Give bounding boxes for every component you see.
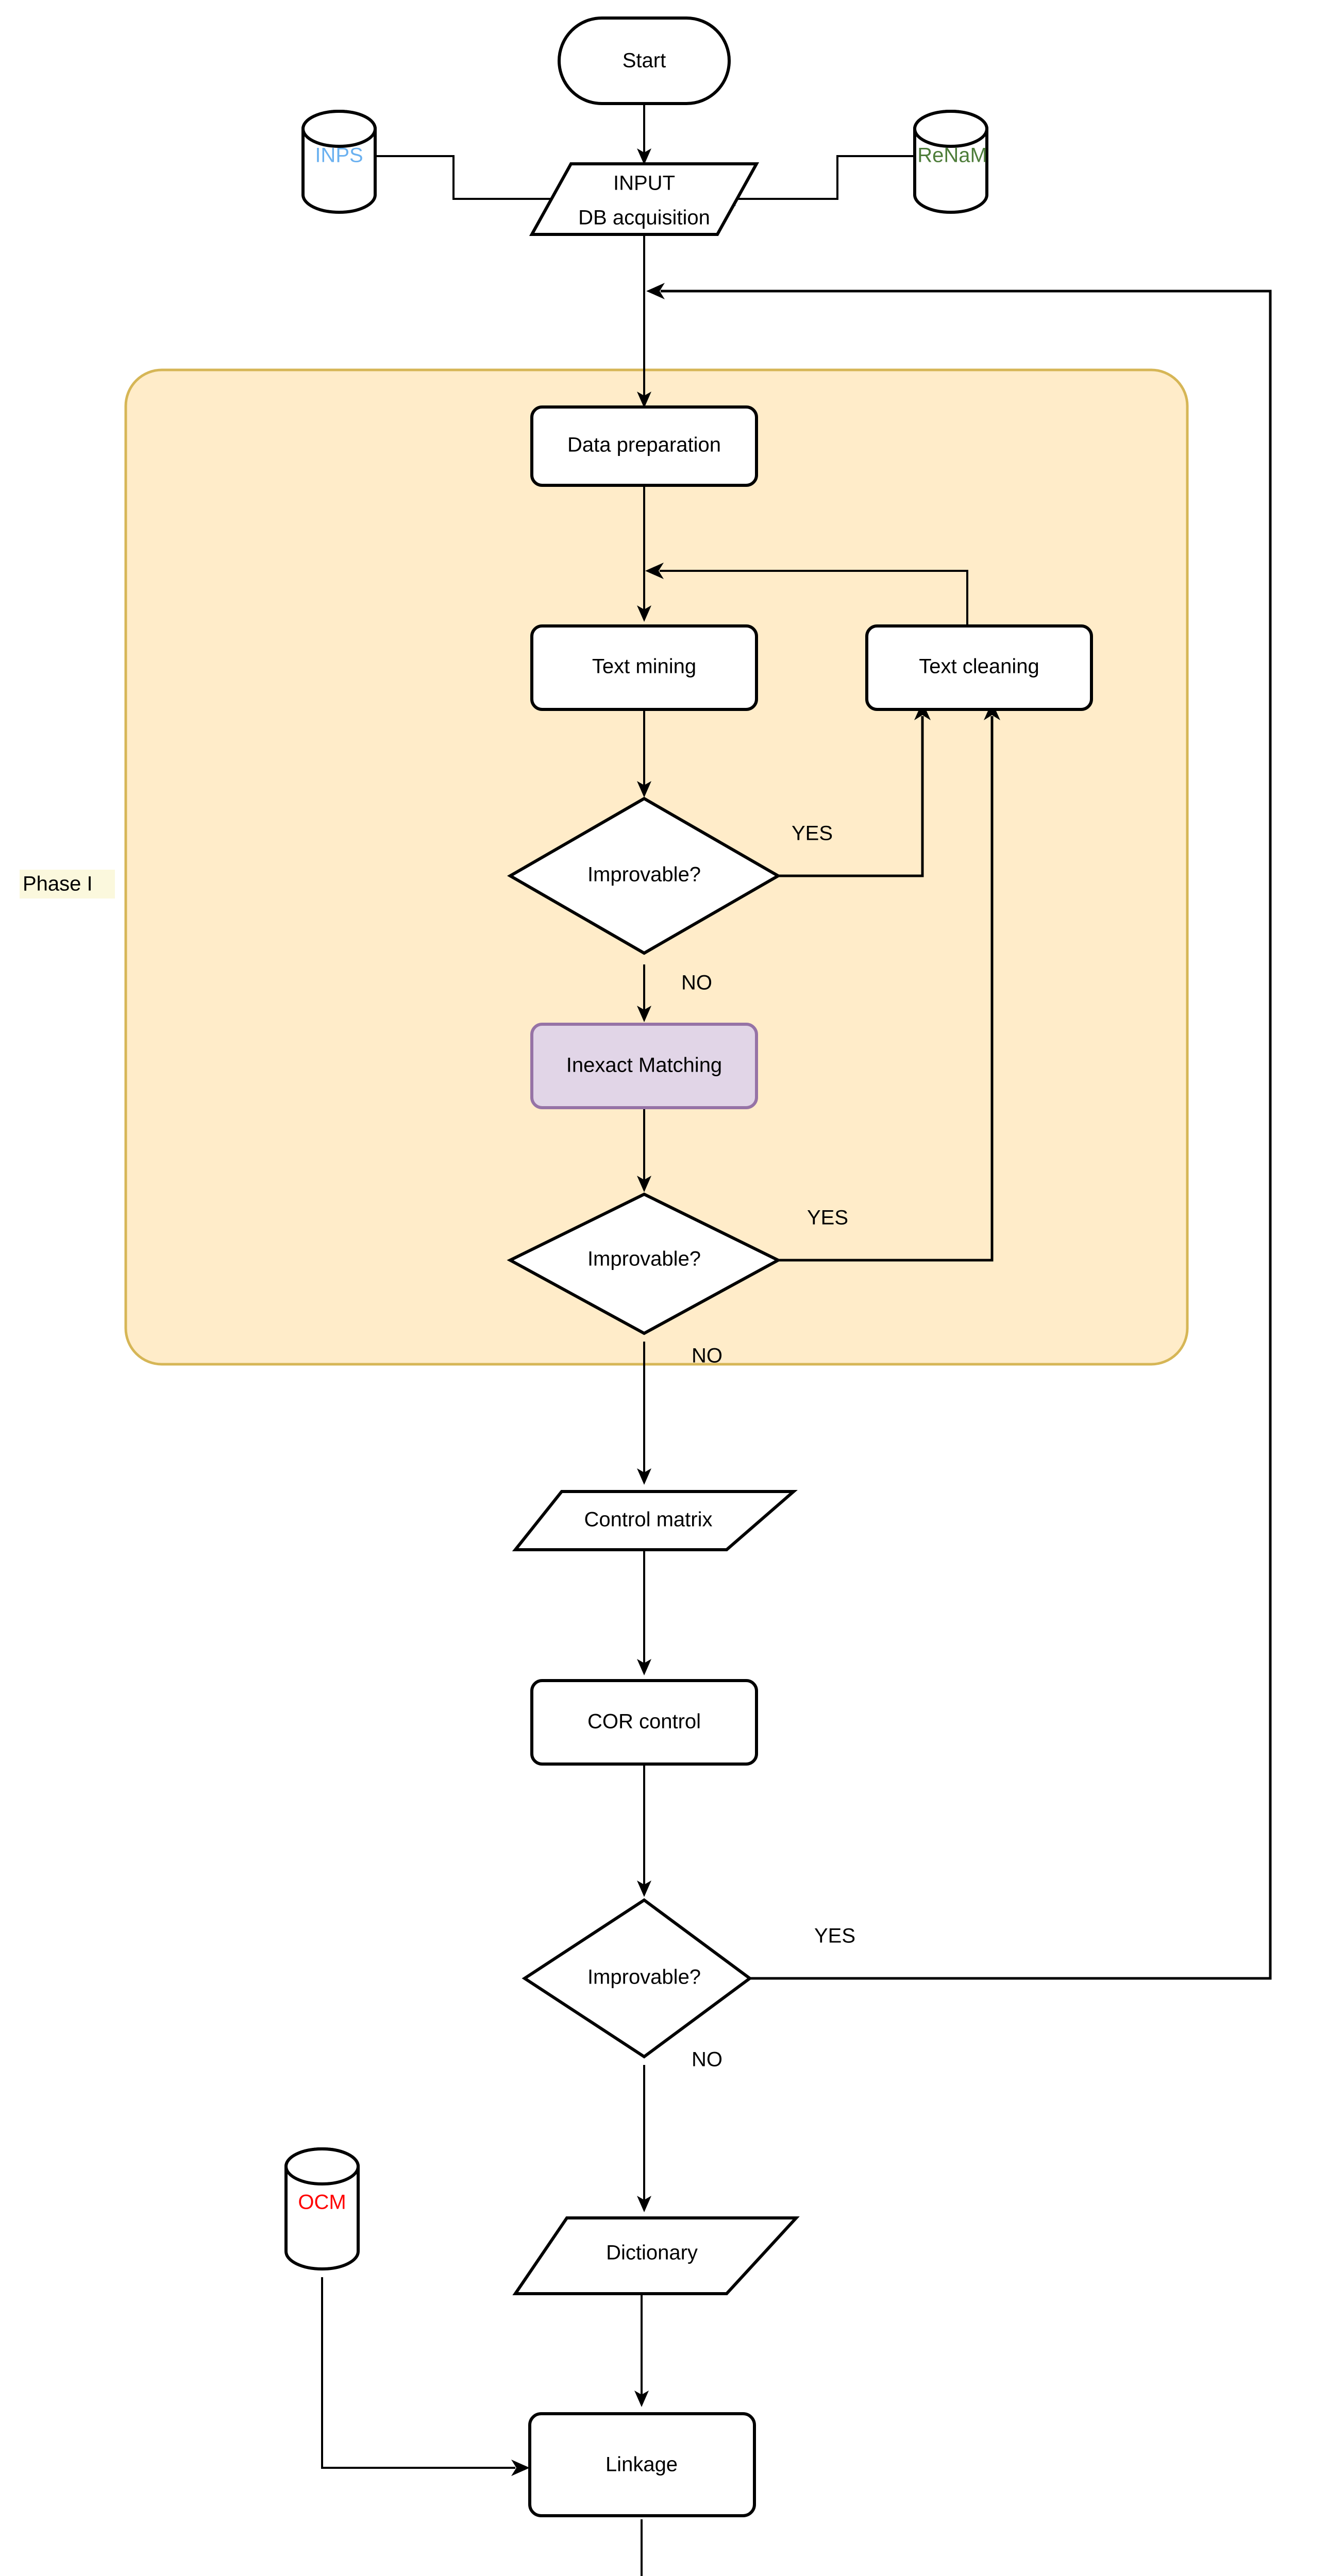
data-preparation-label: Data preparation [567, 434, 721, 456]
input-db-label-line2: DB acquisition [578, 207, 710, 229]
improvable1-label: Improvable? [587, 863, 701, 886]
phase-label: Phase I [23, 873, 93, 895]
arrow-textmining-to-improvable1 [637, 781, 651, 798]
control-matrix-label: Control matrix [584, 1509, 713, 1531]
node-cor-control[interactable]: COR control [530, 1679, 758, 1766]
arrow-textcleaning-loopback [645, 563, 664, 579]
improvable2-shape [507, 1192, 782, 1335]
linkage-label: Linkage [606, 2453, 678, 2476]
improvable2-label: Improvable? [587, 1248, 701, 1270]
node-control-matrix[interactable]: Control matrix [512, 1490, 798, 1551]
improvable3-no-label: NO [692, 2048, 722, 2071]
data-preparation-shape [530, 405, 758, 487]
node-db-ocm[interactable]: OCM [284, 2147, 360, 2270]
improvable3-shape [522, 1898, 753, 2059]
node-improvable-1[interactable]: Improvable? [507, 796, 782, 955]
arrow-improvable3-no [637, 2196, 651, 2212]
node-db-renam[interactable]: ReNaM [913, 110, 988, 214]
node-text-cleaning[interactable]: Text cleaning [865, 624, 1093, 711]
phase-label-background [20, 870, 115, 899]
improvable2-no-label: NO [692, 1345, 722, 1367]
arrow-input-to-datapreparation [637, 392, 651, 408]
arrow-corcontrol-to-improvable3 [637, 1880, 651, 1897]
arrow-datapreparation-to-textmining [637, 605, 651, 622]
node-data-preparation[interactable]: Data preparation [530, 405, 758, 487]
text-mining-shape [530, 624, 758, 711]
edge-improvable1-yes [778, 716, 924, 877]
text-mining-label: Text mining [592, 655, 696, 678]
improvable3-label: Improvable? [587, 1966, 701, 1989]
arrow-improvable3-yes-return [646, 283, 665, 299]
edge-ocm-to-linkage [321, 2277, 515, 2469]
edge-renam-to-input [732, 155, 915, 200]
improvable2-yes-label: YES [807, 1207, 848, 1229]
arrow-improvable2-no [637, 1468, 651, 1485]
node-start[interactable]: Start [558, 16, 731, 105]
input-db-label-line1: INPUT [613, 172, 675, 195]
linkage-shape [528, 2412, 756, 2517]
node-input-db-acquisition[interactable]: INPUT DB acquisition [529, 162, 760, 236]
dictionary-label: Dictionary [606, 2242, 698, 2264]
node-dictionary[interactable]: Dictionary [512, 2216, 800, 2295]
edge-textcleaning-loopback [660, 570, 968, 640]
node-improvable-3[interactable]: Improvable? [522, 1898, 753, 2059]
ocm-cylinder-top [284, 2147, 360, 2185]
arrow-start-to-input [637, 148, 651, 165]
improvable1-yes-label: YES [792, 822, 833, 845]
node-inexact-matching[interactable]: Inexact Matching [530, 1023, 758, 1109]
node-text-mining[interactable]: Text mining [530, 624, 758, 711]
edge-improvable2-yes [778, 716, 994, 1262]
node-db-inps[interactable]: INPS [301, 110, 377, 214]
control-matrix-shape [512, 1490, 798, 1551]
dictionary-shape [512, 2216, 800, 2295]
arrow-inexact-to-improvable2 [637, 1176, 651, 1192]
start-shape [558, 16, 731, 105]
node-improvable-2[interactable]: Improvable? [507, 1192, 782, 1335]
inexact-matching-label: Inexact Matching [566, 1054, 722, 1077]
arrow-ocm-to-linkage [511, 2460, 530, 2476]
cor-control-label: COR control [587, 1710, 701, 1733]
edge-improvable3-yes-return [661, 290, 1272, 1980]
text-cleaning-shape [865, 624, 1093, 711]
cor-control-shape [530, 1679, 758, 1766]
arrow-dictionary-to-linkage [634, 2391, 649, 2407]
improvable1-shape [507, 796, 782, 955]
input-db-shape [529, 162, 760, 236]
improvable3-yes-label: YES [814, 1925, 855, 1947]
renam-cylinder-top [913, 110, 988, 148]
text-cleaning-label: Text cleaning [919, 655, 1039, 678]
node-linkage[interactable]: Linkage [528, 2412, 756, 2517]
renam-label: ReNaM [917, 144, 987, 167]
ocm-label: OCM [298, 2191, 346, 2214]
inexact-matching-shape [530, 1023, 758, 1109]
inps-label: INPS [315, 144, 363, 167]
improvable1-no-label: NO [681, 972, 712, 994]
arrow-improvable1-no [637, 1006, 651, 1022]
inps-cylinder-top [301, 110, 377, 148]
edge-inps-to-input [375, 155, 566, 200]
arrow-controlmatrix-to-corcontrol [637, 1659, 651, 1675]
start-label: Start [623, 49, 666, 72]
